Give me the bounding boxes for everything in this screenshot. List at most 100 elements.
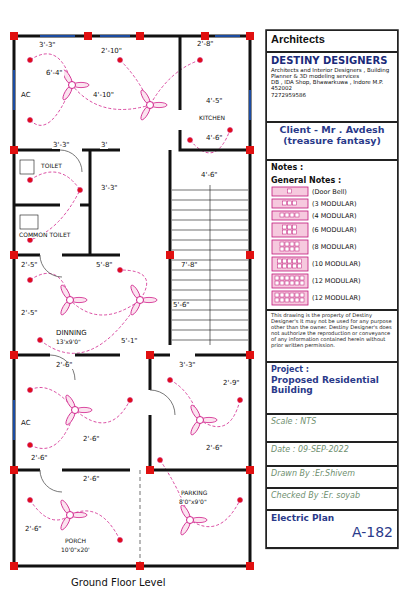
panel-text: DB , IDA Shop, Bhawarkuwa , Indore M.P. … [271,79,393,92]
column [246,146,254,154]
columns [10,32,254,570]
column [246,251,254,259]
switchboard-symbol [271,198,309,209]
panel-text: General Notes : [271,176,393,185]
plan-label: TOILET [40,163,63,169]
column [246,351,254,359]
panel-text: Date : 09-SEP-2022 [271,445,393,454]
title-block-panel: Electric PlanA-182 [266,510,398,548]
plan-label: AC [20,420,32,427]
panel-text: 7272959586 [271,92,393,98]
plan-label: 4'-5" [205,98,224,105]
wiring [30,54,240,540]
plan-label: 13'x9'0" [55,339,82,345]
column [10,466,18,474]
column [10,146,18,154]
column [10,351,18,359]
ceiling-fan [129,284,157,316]
plan-label: 2'-5" [20,262,39,269]
stair-divider [210,185,211,345]
staircase [172,185,248,345]
plan-label: 2'-6" [55,362,74,369]
plan-label: 2'-6" [24,526,43,533]
plan-label: 8'0"x9'0" [178,499,208,505]
legend-row: (12 MODULAR) [271,273,393,289]
title-block-panel: Date : 09-SEP-2022 [266,442,398,466]
plan-label: PORCH [64,538,87,544]
light-point [28,498,33,503]
ceiling-fan [189,404,217,436]
column [136,562,144,570]
legend-text: (Door Bell) [312,188,347,196]
title-block-panel: Checked By :Er. soyab [266,488,398,510]
light-point [118,538,123,543]
title-block-panel: Client - Mr . Avdesh (treasure fantasy) [266,122,398,160]
legend-text: (3 MODULAR) [312,200,357,208]
light-point [238,498,243,503]
legend-row: (4 MODULAR) [271,210,393,221]
title-block-panel: Notes : General Notes : (Door Bell) (3 MODU… [266,160,398,310]
ceiling-fan [59,284,87,316]
plan-label: 4'-6" [205,135,224,142]
title-block-panel: DESTINY DESIGNERSArchitects and Interior… [266,52,398,122]
legend-text: (6 MODULAR) [312,226,357,234]
light-point [28,58,33,63]
plan-label: 3'-3" [52,142,71,149]
plan-label: 2'-6" [82,436,101,443]
plan-label: 2'-6" [30,455,49,462]
legend-row: (3 MODULAR) [271,198,393,209]
plan-label: 4'-10" [92,92,115,99]
panel-text: Scale : NTS [271,417,393,426]
column [10,32,18,40]
title-block-panel: Project :Proposed Residential Building [266,362,398,414]
light-point [128,398,133,403]
light-point [38,338,43,343]
plan-label: AC [20,92,32,99]
legend-row: (6 MODULAR) [271,222,393,238]
title-block-panel: Drawn By :Er.Shivem [266,466,398,488]
title-block-panel: This drawing is the property of Destiny … [266,310,398,362]
plan-label: 5'-1" [120,338,139,345]
light-point [118,268,123,273]
fixtures [28,58,243,543]
column [246,562,254,570]
handrail [20,160,140,566]
panel-text: This drawing is the property of Destiny … [271,313,393,349]
panel-text: Client - Mr . Avdesh (treasure fantasy) [271,125,393,147]
drawing-caption: Ground Floor Level [70,578,166,589]
plan-label: 5'-6" [172,302,191,309]
column [10,562,18,570]
light-point [238,398,243,403]
plan-label: 2'-9" [222,380,241,387]
windows [14,36,250,440]
ceiling-fan [179,504,207,536]
light-point [118,58,123,63]
light-point [198,58,203,63]
legend-row: (8 MODULAR) [271,239,393,255]
switchboard-symbol [271,222,309,238]
title-block-panel: Scale : NTS [266,414,398,442]
legend-row: (10 MODULAR) [271,256,393,272]
plan-label: 4'-6" [200,172,219,179]
light-point [168,378,173,383]
panel-text: Electric Plan [271,513,393,523]
panel-text: Proposed Residential Building [271,375,393,396]
light-point [28,178,33,183]
panel-text: A-182 [271,524,393,540]
plan-label: 3'-3" [100,185,119,192]
column [166,251,174,259]
legend-text: (8 MODULAR) [312,243,357,251]
plan-label: 2'-8" [196,41,215,48]
light-point [78,188,83,193]
panel-text: Notes : [271,163,393,172]
switchboard-symbol [271,290,309,306]
plan-label: 2'-5" [20,310,39,317]
light-point [188,138,193,143]
plan-label: 6'-4" [45,70,64,77]
legend-text: (10 MODULAR) [312,260,361,268]
ceiling-fan [61,69,89,101]
legend-text: (4 MODULAR) [312,212,357,220]
door-swings [40,150,175,492]
plan-label: 3'-3" [178,362,197,369]
title-block-frame [266,30,398,548]
